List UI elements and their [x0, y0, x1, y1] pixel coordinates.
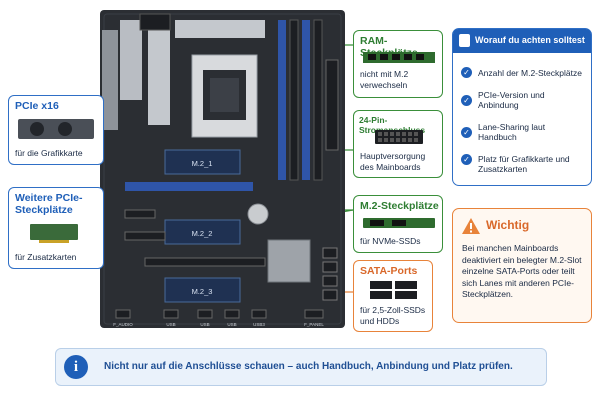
m2-slot-3 — [164, 277, 241, 303]
io-label: USB — [200, 322, 209, 327]
cpu-power-connector — [139, 13, 171, 31]
warning-icon — [462, 218, 480, 234]
header-usb-3 — [224, 309, 240, 319]
header-usb-2 — [197, 309, 213, 319]
ram-slots — [278, 19, 323, 181]
callout-pcie-x16: PCIe x16 für die Grafikkarte — [8, 95, 104, 165]
sata-ports — [322, 247, 338, 301]
header-usb3 — [251, 309, 267, 319]
checklist-item: ✓PCIe-Version und Anbindung — [461, 90, 585, 110]
atx-24pin-connector — [325, 59, 339, 151]
pcie-slot-3 — [144, 257, 266, 267]
check-icon: ✓ — [461, 126, 472, 138]
pcie-x16-slot — [125, 182, 253, 191]
callout-m2-text: für NVMe-SSDs — [360, 236, 421, 246]
checklist-item: ✓Platz für Grafikkarte und Zusatzkarten — [461, 154, 585, 174]
io-shield — [102, 30, 118, 130]
m2-slot-1-label: M.2_1 — [192, 159, 213, 168]
footer-banner: i Nicht nur auf die Anschlüsse schauen –… — [55, 348, 547, 386]
callout-pcie-more-text: für Zusatzkarten — [15, 252, 77, 262]
io-label: F_AUDIO — [113, 322, 133, 327]
vrm-heatsink-top — [175, 20, 265, 38]
header-f-audio — [115, 309, 131, 319]
check-icon: ✓ — [461, 67, 472, 78]
m2-slot-3-label: M.2_3 — [192, 287, 213, 296]
checklist-item: ✓Anzahl der M.2-Steckplätze — [461, 67, 585, 78]
callout-m2-title: M.2-Steckplätze — [360, 200, 439, 212]
clipboard-icon — [459, 34, 470, 47]
nvme-ssd-icon — [363, 218, 435, 228]
m2-slot-1 — [164, 149, 241, 175]
callout-ram: RAM-Steckplätze nicht mit M.2 verwechsel… — [353, 30, 443, 98]
callout-24pin-text: Hauptversorgung des Mainboards — [360, 151, 426, 172]
graphics-card-icon — [18, 119, 94, 139]
warning-panel: Wichtig Bei manchen Mainboards deaktivie… — [452, 208, 592, 323]
callout-sata-title: SATA-Ports — [360, 265, 418, 277]
vrm-heatsink-left — [120, 20, 142, 100]
info-icon: i — [64, 355, 88, 379]
checklist-panel: Worauf du achten solltest ✓Anzahl der M.… — [452, 28, 592, 186]
callout-pcie-more: Weitere PCIe-Steckplätze für Zusatzkarte… — [8, 187, 104, 269]
callout-pcie-x16-title: PCIe x16 — [15, 100, 59, 112]
io-label: USB3 — [253, 322, 265, 327]
checklist-title: Worauf du achten solltest — [475, 35, 585, 45]
checklist-item: ✓Lane-Sharing laut Handbuch — [461, 122, 585, 142]
cmos-battery — [247, 203, 269, 225]
callout-sata-text: für 2,5-Zoll-SSDs und HDDs — [360, 305, 426, 326]
warning-text: Bei manchen Mainboards deaktiviert ein b… — [462, 243, 582, 299]
ram-module-icon — [363, 52, 435, 63]
pcie-x1-slot-1 — [124, 209, 156, 219]
chipset-heatsink — [267, 239, 311, 283]
header-usb-1 — [163, 309, 179, 319]
header-f-panel — [304, 309, 324, 319]
io-label: USB — [227, 322, 236, 327]
sata-port-icon — [370, 281, 417, 299]
callout-24pin: 24-Pin-Stromanschluss Hauptversorgung de… — [353, 110, 443, 178]
power-connector-icon — [375, 130, 423, 144]
vrm-heatsink-mid — [148, 30, 170, 125]
io-label: F_PANEL — [304, 322, 324, 327]
footer-text: Nicht nur auf die Anschlüsse schauen – a… — [104, 361, 513, 372]
warning-title: Wichtig — [486, 218, 530, 232]
callout-sata: SATA-Ports für 2,5-Zoll-SSDs und HDDs — [353, 260, 433, 332]
pcie-x1-slot-2 — [124, 231, 166, 241]
callout-pcie-more-title: Weitere PCIe-Steckplätze — [15, 192, 83, 216]
m2-slot-2-label: M.2_2 — [192, 229, 213, 238]
io-label: USB — [166, 322, 175, 327]
callout-ram-text: nicht mit M.2 verwechseln — [360, 69, 409, 90]
callout-m2: M.2-Steckplätze für NVMe-SSDs — [353, 195, 443, 253]
expansion-card-icon — [30, 224, 78, 243]
check-icon: ✓ — [461, 154, 472, 165]
callout-pcie-x16-text: für die Grafikkarte — [15, 148, 83, 158]
check-icon: ✓ — [461, 94, 472, 106]
checklist-header: Worauf du achten solltest — [453, 29, 591, 53]
